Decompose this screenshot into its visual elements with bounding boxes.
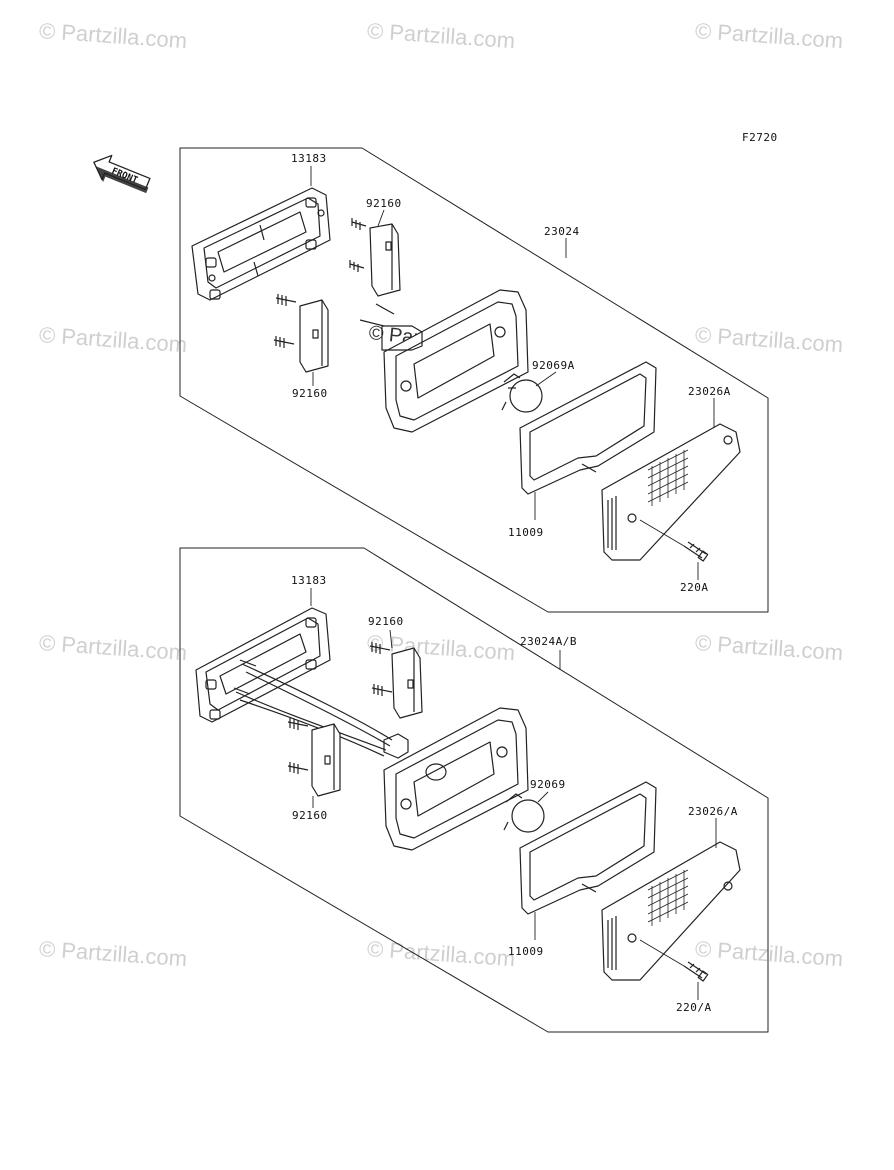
lens-seal: [519, 781, 657, 915]
part-label-13183[interactable]: 13183: [291, 152, 327, 165]
housing-gasket: [195, 607, 331, 723]
socket-lower: [273, 294, 329, 373]
leader-lines: [310, 166, 715, 580]
lamp-lens: [601, 423, 741, 561]
screw: [683, 961, 709, 982]
part-label-92069a[interactable]: 92069A: [532, 359, 575, 372]
figure-code: F2720: [742, 131, 778, 144]
assembly-frame: [179, 547, 769, 1033]
part-label-13183[interactable]: 13183: [291, 574, 327, 587]
part-label-11009[interactable]: 11009: [508, 526, 544, 539]
bottom-assembly: [179, 547, 769, 1033]
socket-upper: [349, 218, 401, 297]
part-label-92160[interactable]: 92160: [292, 809, 328, 822]
bulb: [501, 373, 543, 413]
leader-lines: [310, 588, 717, 1000]
part-label-23024[interactable]: 23024: [544, 225, 580, 238]
lens-seal: [519, 361, 657, 495]
part-label-220-a[interactable]: 220/A: [676, 1001, 712, 1014]
lamp-housing: [383, 707, 529, 851]
assembly-frame: [179, 147, 769, 613]
part-label-23024a-b[interactable]: 23024A/B: [520, 635, 577, 648]
part-label-92160[interactable]: 92160: [366, 197, 402, 210]
part-label-23026a[interactable]: 23026A: [688, 385, 731, 398]
part-label-92160[interactable]: 92160: [292, 387, 328, 400]
bulb: [503, 793, 545, 833]
part-label-92160[interactable]: 92160: [368, 615, 404, 628]
part-label-11009[interactable]: 11009: [508, 945, 544, 958]
lamp-housing: [359, 289, 529, 433]
socket-lower: [287, 718, 341, 797]
part-label-23026-a[interactable]: 23026/A: [688, 805, 738, 818]
screw: [683, 541, 709, 562]
part-label-220a[interactable]: 220A: [680, 581, 709, 594]
socket-upper: [369, 642, 423, 719]
top-assembly: [179, 147, 769, 613]
lamp-lens: [601, 841, 741, 981]
housing-gasket: [191, 187, 331, 301]
part-label-92069[interactable]: 92069: [530, 778, 566, 791]
front-arrow-icon: FRONT: [93, 154, 151, 194]
